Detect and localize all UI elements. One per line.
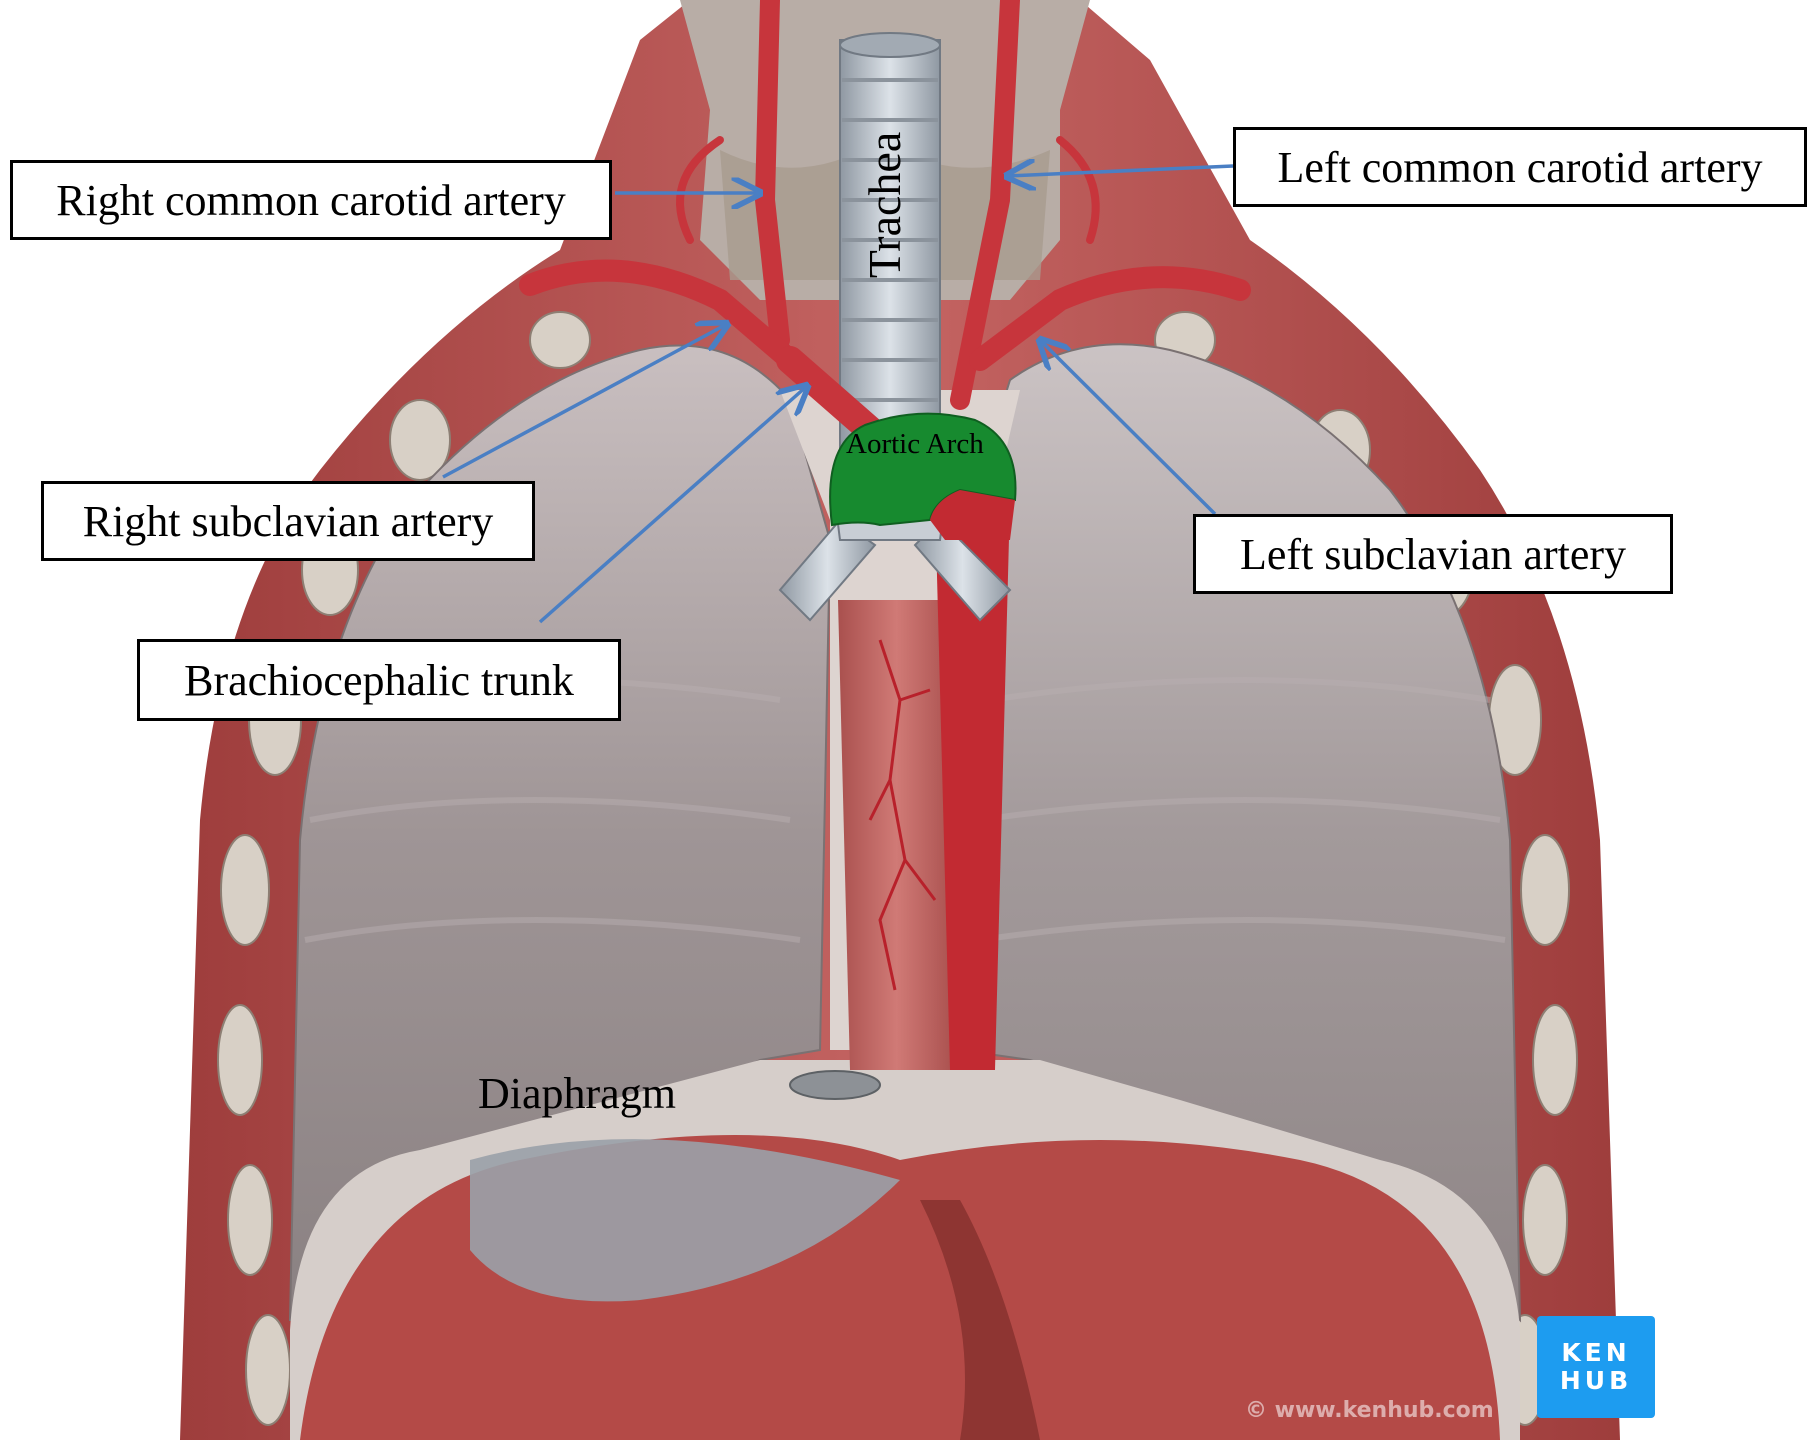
watermark: © www.kenhub.com (1245, 1398, 1494, 1423)
esophagus (838, 600, 955, 1070)
label-text: Right common carotid artery (56, 175, 566, 226)
label-left-common-carotid-artery: Left common carotid artery (1233, 127, 1807, 207)
label-left-subclavian-artery: Left subclavian artery (1193, 514, 1673, 594)
label-right-common-carotid-artery: Right common carotid artery (10, 160, 612, 240)
esophageal-hiatus (790, 1071, 880, 1099)
label-text: Brachiocephalic trunk (184, 655, 574, 706)
logo-line-1: KEN (1561, 1339, 1630, 1367)
label-right-subclavian-artery: Right subclavian artery (41, 481, 535, 561)
label-trachea: Trachea (860, 130, 910, 280)
label-diaphragm: Diaphragm (478, 1068, 676, 1119)
kenhub-logo: KEN HUB (1537, 1316, 1655, 1418)
logo-line-2: HUB (1560, 1367, 1632, 1395)
label-text: Left common carotid artery (1277, 142, 1762, 193)
label-text: Left subclavian artery (1240, 529, 1626, 580)
label-aortic-arch: Aortic Arch (846, 428, 984, 461)
label-brachiocephalic-trunk: Brachiocephalic trunk (137, 639, 621, 721)
label-text: Right subclavian artery (83, 496, 494, 547)
